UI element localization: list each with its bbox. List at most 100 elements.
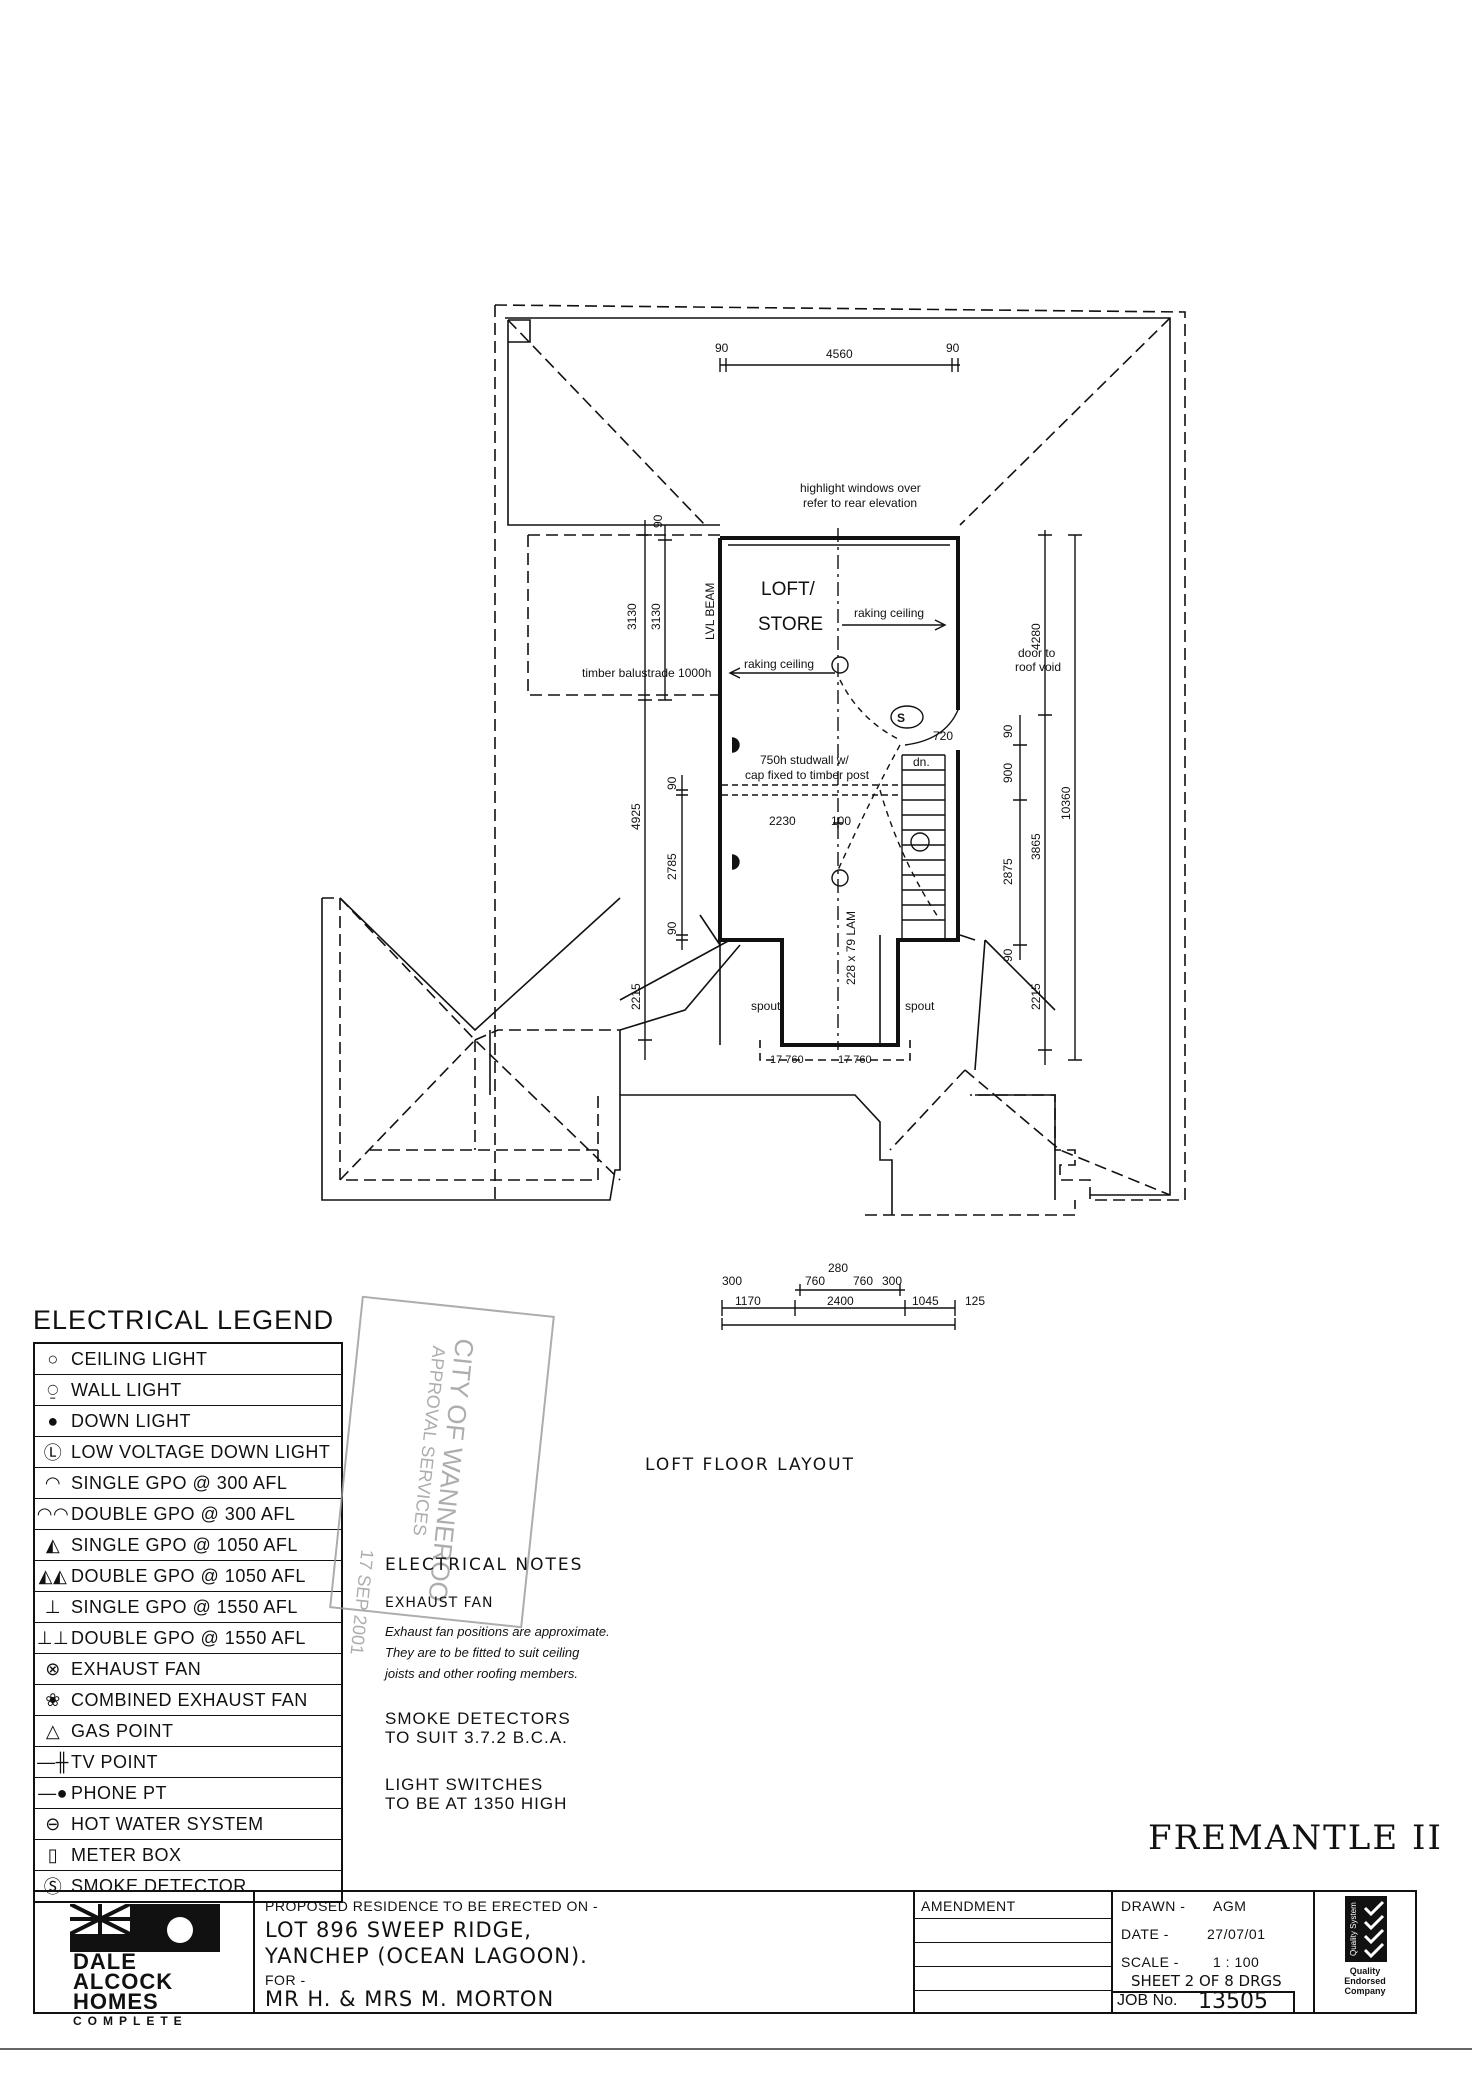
smoke-detector-icon <box>890 705 924 729</box>
legend-row: ● DOWN LIGHT <box>35 1406 341 1437</box>
dim-90-a: 90 <box>715 341 729 355</box>
loft-walls <box>718 536 960 1047</box>
ceiling-light-1 <box>831 656 849 674</box>
legend-symbol-icon: ⊖ <box>45 1813 61 1834</box>
label-studwall-2: cap fixed to timber post <box>745 768 870 782</box>
dim-s760-a: 760 <box>805 1274 825 1288</box>
roof-outer <box>505 317 1171 1196</box>
legend-label: CEILING LIGHT <box>71 1348 208 1369</box>
date-value: 27/07/01 <box>1207 1926 1266 1942</box>
dim-90-b: 90 <box>946 341 960 355</box>
notes-light-1: LIGHT SWITCHES <box>385 1775 544 1794</box>
dim-line-10360 <box>1038 530 1052 1065</box>
stair <box>901 754 946 940</box>
ceiling-light-2 <box>831 869 849 887</box>
dim-line-3130 <box>658 525 672 701</box>
address-line-1: LOT 896 SWEEP RIDGE, <box>265 1918 532 1942</box>
scale-label: SCALE - <box>1121 1954 1179 1970</box>
bottom-border-line <box>0 2048 1472 2050</box>
legend-symbol-icon: ◭ <box>45 1534 61 1555</box>
legend-symbol-icon: —╫ <box>37 1751 69 1772</box>
dim-2230: 2230 <box>769 814 796 828</box>
legend-row: ❀ COMBINED EXHAUST FAN <box>35 1685 341 1716</box>
notes-heading: ELECTRICAL NOTES <box>385 1555 584 1575</box>
dim-s760-b: 760 <box>853 1274 873 1288</box>
bottom-connectors <box>699 914 976 1045</box>
dim-2785: 2785 <box>665 853 679 880</box>
roof-left-block <box>507 320 720 526</box>
label-studwall-1: 750h studwall w/ <box>760 753 849 767</box>
dim-s300-b: 300 <box>882 1274 902 1288</box>
quality-badge-icon: Quality System <box>1345 1896 1387 1962</box>
notes-exhaust-2: They are to be fitted to suit ceiling <box>385 1645 580 1660</box>
dim-line-2785 <box>676 775 688 950</box>
stamp-date: 17 SEP 2001 <box>346 1548 378 1656</box>
legend-label: COMBINED EXHAUST FAN <box>71 1689 308 1710</box>
legend-symbol-icon: ▯ <box>47 1844 59 1865</box>
loft-floor-plan: 90 4560 90 highlight windows over refer … <box>321 304 1186 1330</box>
label-raking-ceiling-right: raking ceiling <box>854 606 924 620</box>
dim-100: 100 <box>831 814 851 828</box>
dim-90-e: 90 <box>665 921 679 935</box>
legend-row: ⊗EXHAUST FAN <box>35 1654 341 1685</box>
company-logo: DALE ALCOCK HOMES COMPLETE <box>35 1892 255 2028</box>
legend-symbol-icon: ⊗ <box>45 1658 61 1679</box>
amendment-label: AMENDMENT <box>921 1898 1016 1914</box>
lower-left-ridge <box>339 897 621 1032</box>
legend-label: LOW VOLTAGE DOWN LIGHT <box>71 1441 331 1462</box>
valley-right <box>974 939 1056 1071</box>
label-lam: 228 x 79 LAM <box>844 911 858 985</box>
label-raking-ceiling-left: raking ceiling <box>744 657 814 671</box>
legend-row: Ⓛ LOW VOLTAGE DOWN LIGHT <box>35 1437 341 1468</box>
legend-symbol-icon: ⊥⊥ <box>36 1627 70 1648</box>
dim-720: 720 <box>933 729 953 743</box>
legend-row: ⊥SINGLE GPO @ 1550 AFL <box>35 1592 341 1623</box>
dim-line-4560 <box>719 358 960 372</box>
legend-row: ◭◭DOUBLE GPO @ 1050 AFL <box>35 1561 341 1592</box>
dim-900: 900 <box>1001 763 1015 783</box>
notes-smoke-1: SMOKE DETECTORS <box>385 1709 571 1728</box>
legend-row: △GAS POINT <box>35 1716 341 1747</box>
legend-label: SINGLE GPO @ 1550 AFL <box>71 1596 298 1617</box>
legend-label: DOUBLE GPO @ 1050 AFL <box>71 1565 306 1586</box>
legend-label: WALL LIGHT <box>71 1379 182 1400</box>
legend-label: DOWN LIGHT <box>71 1410 191 1431</box>
dim-90-c: 90 <box>651 514 665 528</box>
right-lower <box>975 1094 1056 1200</box>
dim-17-760-b: 17 760 <box>838 1054 872 1066</box>
raking-arrow-right <box>842 619 947 631</box>
bottom-dim-box <box>759 1040 911 1061</box>
company-name-1: DALE <box>73 1949 137 1974</box>
legend-symbol-icon: Ⓛ <box>43 1443 63 1463</box>
dim-3130-a: 3130 <box>625 603 639 630</box>
legend-symbol-icon: ◠◠ <box>36 1503 70 1524</box>
label-highlight-2: refer to rear elevation <box>803 496 917 510</box>
dim-90-d: 90 <box>665 776 679 790</box>
legend-row: ⊥⊥DOUBLE GPO @ 1550 AFL <box>35 1623 341 1654</box>
quality-system-text: Quality System <box>1349 1902 1358 1956</box>
dim-90-f: 90 <box>1001 724 1015 738</box>
legend-label: DOUBLE GPO @ 300 AFL <box>71 1503 296 1524</box>
project-name: FREMANTLE II <box>1148 1818 1443 1858</box>
dim-s2400: 2400 <box>827 1294 854 1308</box>
address-line-2: YANCHEP (OCEAN LAGOON). <box>265 1944 588 1968</box>
notes-exhaust-1: Exhaust fan positions are approximate. <box>385 1624 610 1639</box>
scale-value: 1 : 100 <box>1213 1954 1260 1970</box>
roof-outline-dashed <box>494 304 1186 1201</box>
downlight-2 <box>731 854 740 870</box>
legend-symbol-icon: ● <box>47 1410 59 1431</box>
company-name-3: HOMES <box>73 1989 159 2014</box>
property-box: PROPOSED RESIDENCE TO BE ERECTED ON - LO… <box>255 1892 915 2012</box>
label-spout-right: spout <box>905 999 935 1013</box>
legend-label: SINGLE GPO @ 1050 AFL <box>71 1534 298 1555</box>
legend-label: DOUBLE GPO @ 1550 AFL <box>71 1627 306 1648</box>
drawn-label: DRAWN - <box>1121 1898 1186 1914</box>
light-marker <box>833 818 843 828</box>
legend-title: ELECTRICAL LEGEND <box>33 1305 335 1335</box>
legend-symbol-icon: ❀ <box>45 1689 61 1710</box>
legend-label: TV POINT <box>71 1751 159 1772</box>
right-lower-hips <box>889 1069 1171 1196</box>
legend-row: ▯METER BOX <box>35 1840 341 1871</box>
date-label: DATE - <box>1121 1926 1169 1942</box>
